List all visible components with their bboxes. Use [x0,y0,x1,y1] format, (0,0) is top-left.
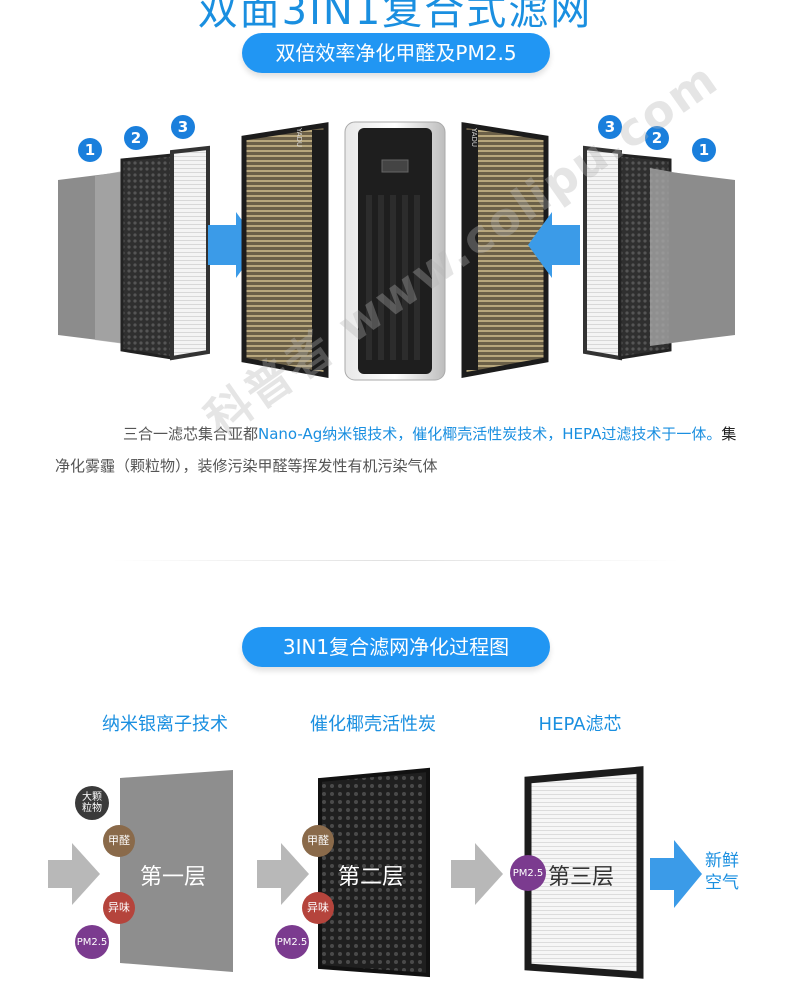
left-filter-layer-2 [120,153,174,360]
right-filter-layer-1 [670,172,735,343]
layer-1-label: 第一层 [140,865,207,890]
inflow-arrow-2 [257,843,309,905]
layer-3-tech: HEPA滤芯 [538,714,622,735]
inflow-arrow-1 [48,843,100,905]
left-number-3: 3 [171,115,195,139]
filter-illustration [58,121,735,381]
right-number-1: 1 [692,138,716,162]
description-paragraph: 三合一滤芯集合亚都Nano-Ag纳米银技术，催化椰壳活性炭技术，HEPA过滤技术… [55,418,745,482]
desc-part-1: 三合一滤芯集合亚都 [123,425,259,443]
process-diagram [48,766,702,979]
left-filter-layer-3 [170,145,210,361]
left-number-2: 2 [124,126,148,150]
desc-part-3: 集 [721,425,737,443]
left-composite-panel [241,122,329,378]
right-number-2: 2 [645,126,669,150]
right-number-3: 3 [598,115,622,139]
right-panel-brand: YADU [470,128,478,148]
badge-formaldehyde-2: 甲醛 [302,825,334,857]
badge-formaldehyde-1: 甲醛 [103,825,135,857]
layer-2-tech: 催化椰壳活性炭 [310,714,436,735]
left-panel-brand: YADU [295,128,303,148]
layer-3-panel [524,766,644,979]
section-divider [110,560,680,561]
badge-pm25-3: PM2.5 [510,855,546,891]
badge-odor-2: 异味 [302,892,334,924]
fresh-air-label: 新鲜空气 [705,851,739,893]
subtitle-pill: 双倍效率净化甲醛及PM2.5 [242,33,550,73]
badge-large-particles: 大颗粒物 [75,786,109,820]
right-flow-arrow [528,212,580,278]
layer-1-tech: 纳米银离子技术 [102,714,228,735]
badge-pm25-2: PM2.5 [275,925,309,959]
badge-pm25-1: PM2.5 [75,925,109,959]
badge-odor-1: 异味 [103,892,135,924]
left-number-1: 1 [78,138,102,162]
layer-3-label: 第三层 [548,865,615,890]
desc-part-4: 净化雾霾（颗粒物），装修污染甲醛等挥发性有机污染气体 [55,457,438,475]
layer-2-label: 第二层 [338,865,405,890]
desc-part-2: Nano-Ag纳米银技术，催化椰壳活性炭技术，HEPA过滤技术于一体。 [258,425,722,443]
outflow-arrow [650,840,702,908]
process-title-pill: 3IN1复合滤网净化过程图 [242,627,550,667]
inflow-arrow-3 [451,843,503,905]
page-title: 双面3IN1复合式滤网 [197,0,593,34]
layer-1-panel [120,770,233,972]
